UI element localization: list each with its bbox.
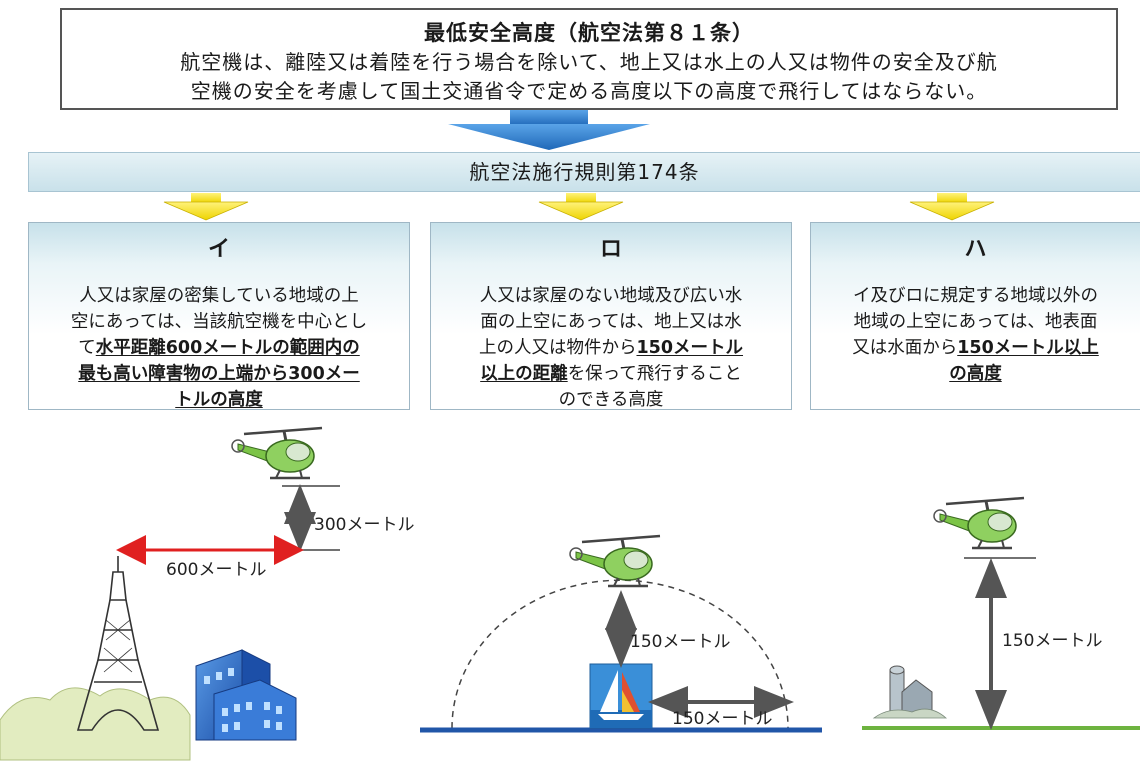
case-text-line: 上の人又は物件から <box>478 338 637 358</box>
case-text-line: のできる高度 <box>558 390 664 410</box>
yellow-arrow-i <box>163 193 249 221</box>
case-text-line: 又は水面から <box>852 338 958 358</box>
case-text: 人又は家屋のない地域及び広い水 面の上空にあっては、地上又は水 上の人又は物件か… <box>431 283 791 413</box>
case-ro-illustration <box>420 534 822 733</box>
case-text: イ及びロに規定する地域以外の 地域の上空にあっては、地表面 又は水面から150メ… <box>811 283 1140 387</box>
case-text-line: を保って飛行すること <box>567 364 742 384</box>
case-text-line: て <box>78 338 96 358</box>
case-i-vertical-label: 300メートル <box>314 515 415 535</box>
building-icon <box>195 649 297 741</box>
case-text-line: 地域の上空にあっては、地表面 <box>853 312 1098 332</box>
blue-arrow-down <box>448 110 650 150</box>
case-i-illustration <box>0 426 340 761</box>
eiffel-tower-icon <box>76 556 160 731</box>
regulation-bar: 航空法施行規則第174条 <box>28 152 1140 192</box>
case-i-horizontal-label: 600メートル <box>166 560 267 580</box>
emphasis-text: の高度 <box>949 364 1002 384</box>
farm-building-icon <box>872 665 948 719</box>
case-ro-horizontal-label: 150メートル <box>672 709 773 729</box>
helicopter-icon <box>568 534 662 588</box>
emphasis-text: トルの高度 <box>175 390 263 410</box>
case-label: イ <box>207 237 230 262</box>
emphasis-text: 150メートル <box>636 338 744 358</box>
case-box-ro: ロ 人又は家屋のない地域及び広い水 面の上空にあっては、地上又は水 上の人又は物… <box>430 222 792 410</box>
yellow-arrow-ro <box>538 193 624 221</box>
case-label: ロ <box>599 237 622 262</box>
case-ha-vertical-label: 150メートル <box>1002 631 1103 651</box>
emphasis-text: 最も高い障害物の上端から300メー <box>78 364 360 384</box>
yellow-arrow-ha <box>909 193 995 221</box>
case-box-ha: ハ イ及びロに規定する地域以外の 地域の上空にあっては、地表面 又は水面から15… <box>810 222 1140 410</box>
case-text-line: イ及びロに規定する地域以外の <box>853 286 1098 306</box>
sailboat-icon <box>589 663 653 729</box>
case-text: 人又は家屋の密集している地域の上 空にあっては、当該航空機を中心とし て水平距離… <box>29 283 409 413</box>
emphasis-text: 150メートル以上 <box>957 338 1099 358</box>
case-text-line: 面の上空にあっては、地上又は水 <box>480 312 742 332</box>
case-text-line: 人又は家屋のない地域及び広い水 <box>479 286 743 306</box>
law-box: 最低安全高度（航空法第８１条） 航空機は、離陸又は着陸を行う場合を除いて、地上又… <box>60 8 1118 110</box>
case-label: ハ <box>964 237 987 262</box>
emphasis-text: 水平距離600メートルの範囲内の <box>95 338 360 358</box>
case-ro-vertical-label: 150メートル <box>630 632 731 652</box>
case-ha-illustration <box>862 496 1140 730</box>
helicopter-icon <box>932 496 1026 550</box>
case-text-line: 人又は家屋の密集している地域の上 <box>79 286 359 306</box>
case-text-line: 空にあっては、当該航空機を中心とし <box>70 312 368 332</box>
helicopter-icon <box>230 426 324 480</box>
law-title: 最低安全高度（航空法第８１条） <box>424 21 754 45</box>
emphasis-text: 以上の距離 <box>480 364 568 384</box>
law-text-line-2: 空機の安全を考慮して国土交通省令で定める高度以下の高度で飛行してはならない。 <box>190 79 988 103</box>
case-box-i: イ 人又は家屋の密集している地域の上 空にあっては、当該航空機を中心とし て水平… <box>28 222 410 410</box>
law-text-line-1: 航空機は、離陸又は着陸を行う場合を除いて、地上又は水上の人又は物件の安全及び航 <box>180 50 998 74</box>
